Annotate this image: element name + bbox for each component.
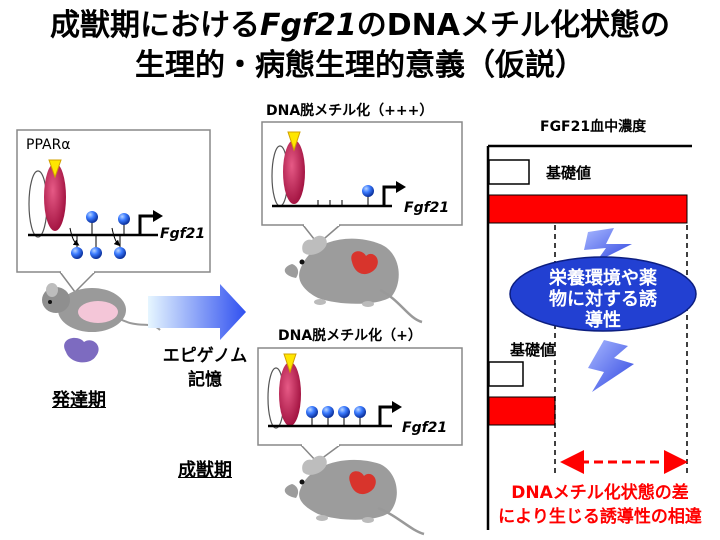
methyl-group xyxy=(306,406,318,418)
ppar-alpha-protein xyxy=(279,362,301,426)
baseline-label-lower: 基礎値 xyxy=(510,341,556,359)
methyl-group xyxy=(90,247,102,259)
ligand-triangle xyxy=(287,131,301,152)
ppar-alpha-protein xyxy=(44,163,66,231)
epigenetic-memory-label: エピゲノム 記憶 xyxy=(162,346,248,390)
methyl-group xyxy=(354,406,366,418)
lower-adult-promoter xyxy=(267,353,402,429)
induced-bar-upper xyxy=(488,194,688,224)
serum-fgf21-chart xyxy=(486,144,697,530)
fgf21-gene-label-upper: Fgf21 xyxy=(404,200,450,216)
induced-bar-lower xyxy=(488,396,556,426)
development-stage-label: 発達期 xyxy=(52,390,106,411)
fgf21-gene-label-lower: Fgf21 xyxy=(402,420,448,436)
methyl-group xyxy=(71,247,83,259)
epigenetic-memory-arrow xyxy=(148,284,246,340)
page-title-line2: 生理的・病態生理的意義（仮説） xyxy=(135,48,585,83)
tss-arrow-icon xyxy=(378,405,394,426)
difference-caption-line2: により生じる誘導性の相違 xyxy=(498,507,702,527)
title-gene-name: Fgf21 xyxy=(259,8,357,43)
liver-icon xyxy=(349,471,376,495)
tss-arrow-icon xyxy=(382,185,398,206)
induction-ellipse xyxy=(509,256,697,332)
upper-adult-mouse-icon xyxy=(284,235,423,324)
pup-mouse-icon xyxy=(42,283,161,363)
page-title-line1: 成獣期におけるFgf21のDNAメチル化状態の xyxy=(49,8,670,43)
methyl-group xyxy=(362,185,374,197)
tss-arrow-icon xyxy=(138,214,155,235)
development-promoter xyxy=(28,159,163,259)
induction-bolt-icon xyxy=(584,228,632,262)
adult-stage-label: 成獣期 xyxy=(178,460,232,481)
liver-icon xyxy=(351,251,378,275)
methyl-group xyxy=(338,406,350,418)
upper-demethylation-label: DNA脱メチル化（+++） xyxy=(266,103,434,119)
methyl-group xyxy=(118,213,130,225)
lower-adult-mouse-icon xyxy=(284,455,425,536)
ligand-triangle xyxy=(283,353,297,374)
ppar-alpha-protein xyxy=(283,140,305,204)
lower-demethylation-label: DNA脱メチル化（+） xyxy=(278,328,422,344)
baseline-bar-upper xyxy=(488,159,530,185)
methyl-group xyxy=(114,247,126,259)
serum-chart-title: FGF21血中濃度 xyxy=(540,119,647,135)
upper-adult-promoter xyxy=(271,131,406,208)
difference-caption-line1: DNAメチル化状態の差 xyxy=(511,483,689,503)
fgf21-gene-label-development: Fgf21 xyxy=(160,226,206,242)
ligand-triangle xyxy=(48,159,62,179)
ppar-alpha-label: PPARα xyxy=(26,137,71,153)
baseline-label-upper: 基礎値 xyxy=(546,164,592,182)
baseline-bar-lower xyxy=(488,361,524,387)
methyl-group xyxy=(322,406,334,418)
induction-text: 栄養環境や薬 物に対する誘 導性 xyxy=(549,268,657,331)
induction-bolt-icon xyxy=(588,340,634,392)
methyl-group xyxy=(86,211,98,223)
